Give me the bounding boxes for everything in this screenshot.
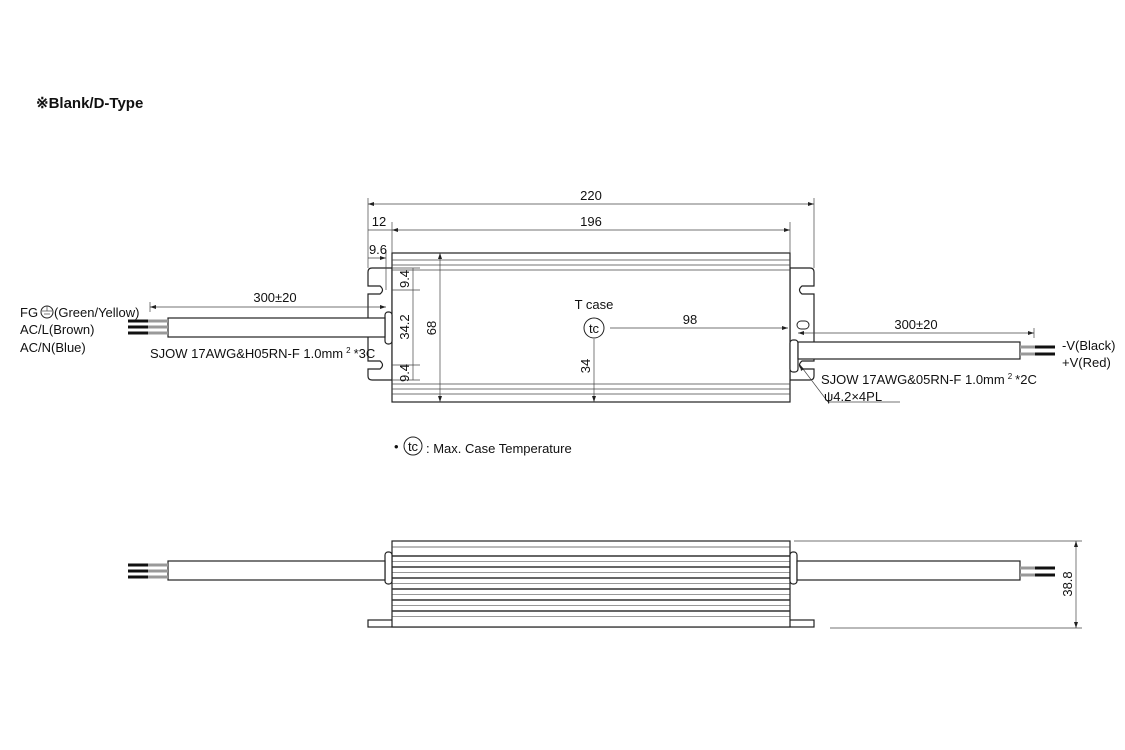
left-cable (167, 317, 386, 338)
fg-prefix: FG (20, 305, 38, 320)
note: • tc : Max. Case Temperature (394, 436, 572, 456)
left-cable-length: 300±20 (253, 290, 296, 305)
right-cable-length: 300±20 (894, 317, 937, 332)
top-view: 220 196 12 9.6 9.4 34.2 9.4 68 34 T case… (20, 188, 1115, 404)
dim-slot-top: 9.4 (397, 270, 412, 288)
vpos-label: +V(Red) (1062, 355, 1111, 370)
note-text: : Max. Case Temperature (426, 441, 572, 456)
right-cable (797, 341, 1021, 360)
dim-flange: 12 (372, 214, 386, 229)
right-cable-gland (789, 339, 799, 373)
note-bullet: • (394, 439, 399, 454)
dim-tc-y: 34 (578, 359, 593, 373)
tc-symbol: tc (589, 321, 600, 336)
tc-note-icon (403, 436, 423, 456)
dim-slot: 9.6 (369, 242, 387, 257)
acn-label: AC/N(Blue) (20, 340, 86, 355)
page-title: ※Blank/D-Type (36, 95, 143, 112)
fg-label: (Green/Yellow) (54, 305, 140, 320)
acl-label: AC/L(Brown) (20, 322, 94, 337)
heatsink-fins (392, 555, 790, 617)
dim-overall-length: 220 (580, 188, 602, 203)
tc-symbol-icon (583, 317, 605, 339)
side-body (391, 540, 791, 628)
side-right-gland (789, 551, 798, 585)
dim-tc-x: 98 (683, 312, 697, 327)
dim-body-length: 196 (580, 214, 602, 229)
dim-slot-bottom: 9.4 (397, 364, 412, 382)
mounting-slot-oval (796, 320, 810, 330)
dim-slot-spacing: 34.2 (397, 314, 412, 339)
case-body (391, 252, 791, 403)
left-cable-gland (384, 311, 393, 345)
side-left-cable (167, 560, 386, 581)
side-view: 38.8 (128, 540, 1082, 629)
ground-symbol (42, 306, 52, 315)
note-symbol: tc (408, 439, 419, 454)
tcase-label: T case (575, 297, 614, 312)
side-left-gland (384, 551, 393, 585)
vneg-label: -V(Black) (1062, 338, 1115, 353)
dim-height: 38.8 (1060, 571, 1075, 596)
side-right-cable (796, 560, 1021, 581)
dim-width: 68 (424, 321, 439, 335)
hole-label: ψ4.2×4PL (824, 389, 882, 404)
